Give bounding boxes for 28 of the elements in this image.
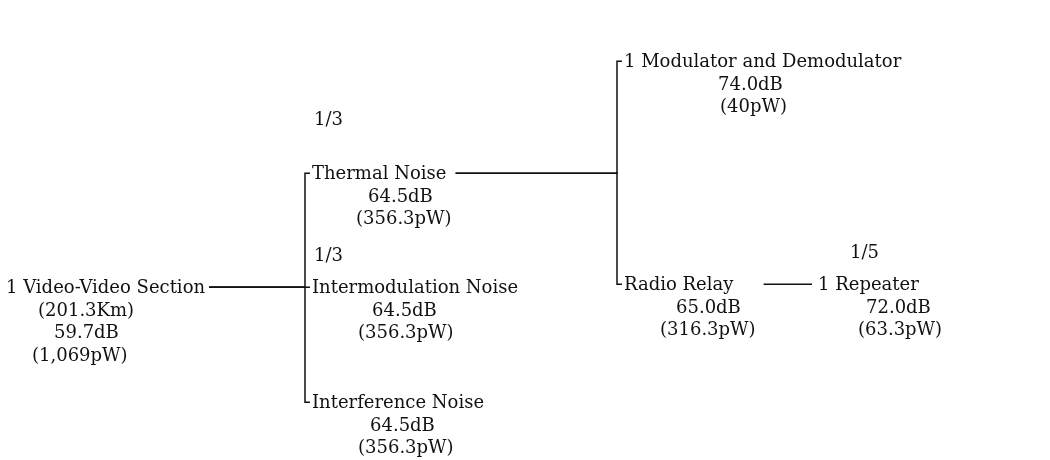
connector-line [762,283,813,285]
node-value: 74.0dB [718,72,784,95]
node-title: Interference Noise [312,391,485,414]
node-value: (356.3pW) [358,321,455,344]
node-value: (356.3pW) [356,207,452,230]
node-value: 64.5dB [368,184,434,207]
node-value: (1,069pW) [32,343,129,366]
fraction-label: 1/3 [314,108,343,129]
fraction-label: 1/3 [314,244,343,265]
connector-line [454,172,623,285]
node-value: (40pW) [720,95,788,118]
node-title: 1 Modulator and Demodulator [624,50,902,73]
node-title: Thermal Noise [312,162,448,185]
node-title: 1 Video-Video Section [6,276,206,299]
node-value: 65.0dB [676,295,742,318]
node-title: Intermodulation Noise [312,276,519,299]
connector-line [208,286,311,403]
node-title: 1 Repeater [818,273,920,296]
node-value: 72.0dB [866,295,932,318]
node-value: 64.5dB [370,413,436,436]
node-value: 64.5dB [372,298,438,321]
node-value: (356.3pW) [358,436,455,459]
node-value: (63.3pW) [858,318,943,341]
node-value: (316.3pW) [660,318,756,341]
node-title: Radio Relay [624,273,735,296]
fraction-label: 1/5 [850,241,879,262]
node-value: (201.3Km) [38,298,136,321]
node-value: 59.7dB [54,321,120,344]
